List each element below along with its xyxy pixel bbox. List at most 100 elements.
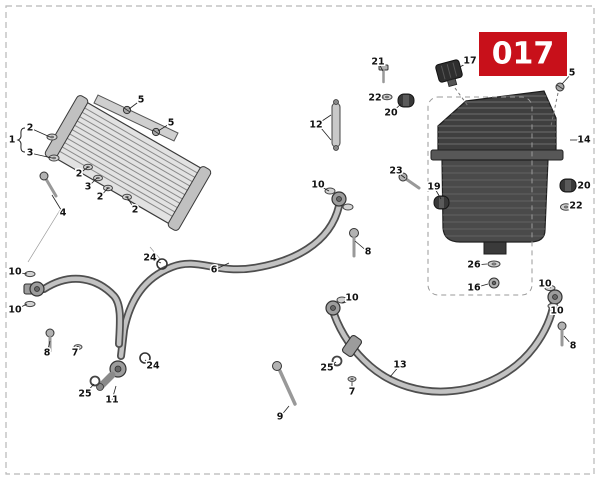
leader-10 <box>341 297 353 304</box>
leader-4 <box>51 194 64 214</box>
leader-20 <box>390 103 402 114</box>
clip-25-right <box>331 355 343 367</box>
washer-10b <box>342 203 354 211</box>
callout-3: 3 <box>85 182 92 193</box>
callout-3: 3 <box>27 148 34 159</box>
cooler-fins <box>55 105 202 220</box>
hose-left <box>40 274 124 348</box>
callout-21: 21 <box>371 57 384 68</box>
callout-5: 5 <box>138 95 145 106</box>
leader-22 <box>569 205 577 208</box>
callout-26: 26 <box>467 260 481 271</box>
cooler-mount-washers-left <box>46 133 60 162</box>
callout-8: 8 <box>44 348 51 359</box>
leader-21 <box>377 61 384 72</box>
callout-6: 6 <box>211 265 218 276</box>
leader-19 <box>433 186 442 200</box>
leader-12b <box>320 127 332 141</box>
banjo-bolt-8-center <box>349 228 359 258</box>
callout-25: 25 <box>78 389 91 400</box>
callout-7: 7 <box>72 348 79 359</box>
leader-10 <box>14 303 28 311</box>
callout-20: 20 <box>577 181 591 192</box>
callout-11: 11 <box>105 395 118 406</box>
diagram-border <box>5 5 595 475</box>
leader-9 <box>279 405 290 418</box>
callout-7: 7 <box>349 387 356 398</box>
washer-7-right <box>347 376 357 382</box>
leader-2 <box>78 166 89 175</box>
bolt-21 <box>378 64 389 84</box>
elbow-fitting-11 <box>96 360 127 391</box>
leader-17 <box>459 60 471 68</box>
callout-10: 10 <box>550 306 564 317</box>
callout-23: 23 <box>389 166 402 177</box>
leader-24 <box>144 359 154 367</box>
hose-13 <box>330 298 558 396</box>
callout-10: 10 <box>8 305 22 316</box>
callout-24: 24 <box>143 253 157 264</box>
callout-13: 13 <box>393 360 406 371</box>
callout-8: 8 <box>570 341 577 352</box>
leader-13 <box>389 364 401 378</box>
bracket-screw-5b <box>151 127 161 137</box>
subassembly-dashed-box <box>427 96 533 296</box>
callout-25: 25 <box>320 363 333 374</box>
callout-5: 5 <box>168 118 175 129</box>
tank-lid <box>437 90 557 152</box>
leader-3 <box>29 152 53 159</box>
callout-24: 24 <box>146 361 160 372</box>
callout-2: 2 <box>27 123 34 134</box>
leader-2 <box>99 187 109 198</box>
banjo-union-top <box>324 187 354 211</box>
bushing-19 <box>433 195 450 210</box>
callout-10: 10 <box>345 293 359 304</box>
leader-10 <box>14 271 28 275</box>
callout-14: 14 <box>577 135 591 146</box>
leader-8 <box>46 340 51 354</box>
leader-5 <box>561 72 573 85</box>
drain-washer-26 <box>487 260 501 268</box>
leader-26 <box>473 263 488 266</box>
callout-17: 17 <box>463 56 476 67</box>
callout-9: 9 <box>277 412 284 423</box>
leader-16 <box>473 283 489 289</box>
callout-5: 5 <box>569 68 576 79</box>
tank-screw-5 <box>555 82 565 92</box>
washer-22-left <box>381 93 393 101</box>
callout-4: 4 <box>60 208 67 219</box>
leader-10 <box>553 304 558 312</box>
bracket-screw-5a <box>122 105 132 115</box>
bolt-4 <box>39 171 58 198</box>
bushing-20-right <box>559 178 577 193</box>
tube-12 <box>331 99 341 151</box>
oring-24-lower <box>139 352 151 364</box>
brace-1 <box>16 127 26 153</box>
page-badge-background <box>479 32 567 76</box>
bolt-9 <box>272 361 297 406</box>
banjo-union-mid <box>325 296 348 316</box>
bolt-8-right <box>557 321 567 347</box>
bushing-20-left <box>397 93 415 108</box>
leader-25 <box>84 383 95 395</box>
callout-2: 2 <box>76 169 83 180</box>
left-banjo-fitting <box>23 270 45 308</box>
washer-10a <box>324 187 336 195</box>
bolt-8-left <box>45 328 55 353</box>
assembly-line-left <box>27 209 61 263</box>
callout-20: 20 <box>384 108 398 119</box>
leader-22 <box>374 96 385 99</box>
page-number: 017 <box>492 37 555 72</box>
oil-cooler-end-right <box>167 166 212 231</box>
leader-8 <box>563 335 574 347</box>
callout-1: 1 <box>9 135 16 146</box>
callout-22: 22 <box>368 93 381 104</box>
callout-12: 12 <box>309 120 322 131</box>
oil-tank <box>430 90 564 255</box>
leader-10 <box>544 283 552 289</box>
callout-2: 2 <box>97 192 104 203</box>
leader-24 <box>149 257 162 264</box>
